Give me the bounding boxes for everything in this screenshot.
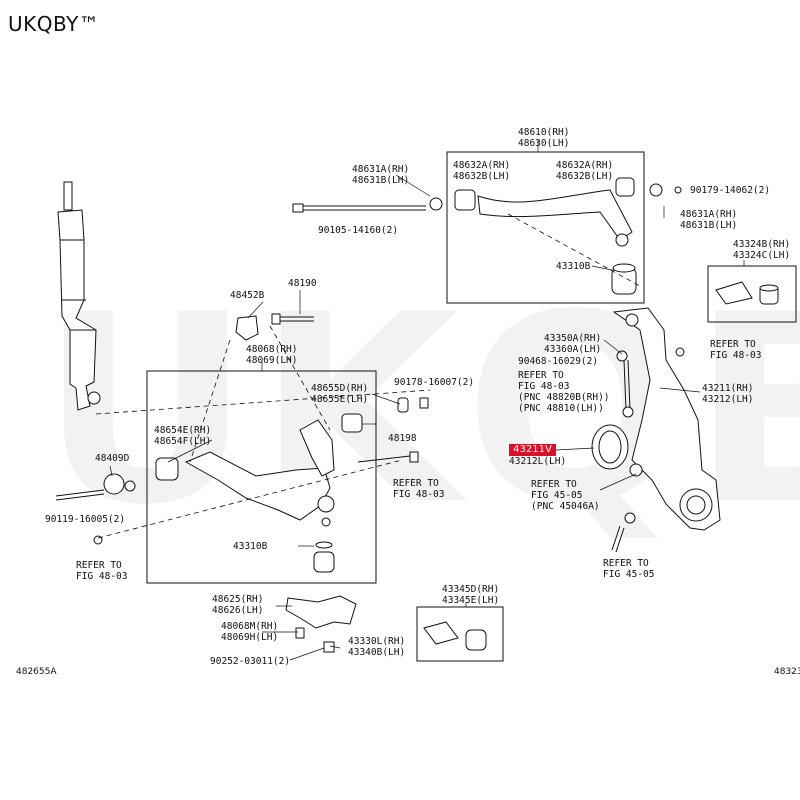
- label-ref-fig-45-05-a: REFER TO FIG 45-05 (PNC 45046A): [531, 479, 600, 512]
- label-ball-43310-upper: 43310B: [556, 261, 591, 272]
- label-arm-48625: 48625(RH) 48626(LH): [212, 594, 264, 616]
- cam-48409: [103, 473, 136, 495]
- label-ref-fig-45-05-b: REFER TO FIG 45-05: [603, 558, 655, 580]
- label-cam-48409: 48409D: [95, 453, 130, 464]
- label-bolt-48198: 48198: [388, 433, 417, 444]
- tie-rod-end: [611, 512, 636, 553]
- label-ref-fig-48-03-d: REFER TO FIG 48-03: [393, 478, 445, 500]
- lower-arm-box: [146, 370, 377, 584]
- bolt-90105: [292, 203, 426, 213]
- shock-absorber: [57, 181, 101, 411]
- label-bolt-90105: 90105-14160(2): [318, 225, 399, 236]
- label-bush-upper-left: 48632A(RH) 48632B(LH): [453, 160, 511, 182]
- label-boot-kit-43345: 43345D(RH) 43345E(LH): [442, 584, 500, 606]
- label-knuckle-lower: 43212L(LH): [509, 456, 567, 467]
- boot-kit-box-lower: [416, 606, 504, 662]
- figure-code-right: 48323: [774, 667, 800, 677]
- label-bush-831a-right: 48631A(RH) 48631B(LH): [680, 209, 738, 231]
- label-nut-90178: 90178-16007(2): [394, 377, 475, 388]
- label-bush-48654: 48654E(RH) 48654F(LH): [154, 425, 212, 447]
- label-nut-90179: 90179-14062(2): [690, 185, 771, 196]
- stabilizer-link: [616, 347, 685, 418]
- label-bolt-48068m: 48068M(RH) 48069H(LH): [221, 621, 279, 643]
- boot-kit-43324: [715, 281, 779, 305]
- label-lower-arm: 48068(RH) 48069(LH): [246, 344, 298, 366]
- label-stopper-48452b: 48452B: [230, 290, 265, 301]
- highlight-part-43211v[interactable]: 43211V: [509, 444, 556, 456]
- label-nut-90468: 90468-16029(2): [518, 356, 599, 367]
- steering-knuckle: [612, 307, 721, 531]
- label-ref-fig-48-03-b: REFER TO FIG 48-03 (PNC 48820B(RH)) (PNC…: [518, 370, 610, 414]
- bolt-90119: [55, 489, 105, 545]
- nut-90178: [397, 397, 429, 413]
- label-stab-link: 43350A(RH) 43360A(LH): [544, 333, 602, 355]
- lower-ball-joint-48625: [285, 595, 357, 653]
- label-knuckle: 43211(RH) 43212(LH): [702, 383, 754, 405]
- label-bush-48655: 48655D(RH) 48655E(LH): [311, 383, 369, 405]
- label-bolt-90119: 90119-16005(2): [45, 514, 126, 525]
- label-nut-43330: 43330L(RH) 43340B(LH): [348, 636, 406, 658]
- label-bolt-48190: 48190: [288, 278, 317, 289]
- label-boot-kit-43324: 43324B(RH) 43324C(LH): [733, 239, 791, 261]
- label-bush-831a-left: 48631A(RH) 48631B(LH): [352, 164, 410, 186]
- label-nut-90252: 90252-03011(2): [210, 656, 291, 667]
- label-ball-43310-lower: 43310B: [233, 541, 268, 552]
- upper-arm-box: [446, 151, 645, 304]
- lower-control-arm: [155, 413, 363, 573]
- label-bush-upper-right: 48632A(RH) 48632B(LH): [556, 160, 614, 182]
- brand-logo-text: UKQBY™: [8, 12, 100, 36]
- boot-kit-box-upper: [707, 265, 797, 323]
- label-ref-fig-48-03-a: REFER TO FIG 48-03: [76, 560, 128, 582]
- label-upper-arm: 48610(RH) 48630(LH): [518, 127, 570, 149]
- bearing-43211v: [591, 424, 629, 470]
- figure-code-left: 482655A: [16, 667, 57, 677]
- bolt-48198: [357, 451, 419, 463]
- label-ref-fig-48-03-c: REFER TO FIG 48-03: [710, 339, 762, 361]
- boot-kit-43345: [423, 621, 487, 651]
- upper-control-arm: [429, 177, 682, 295]
- stopper-and-bolt-48190: [235, 313, 314, 341]
